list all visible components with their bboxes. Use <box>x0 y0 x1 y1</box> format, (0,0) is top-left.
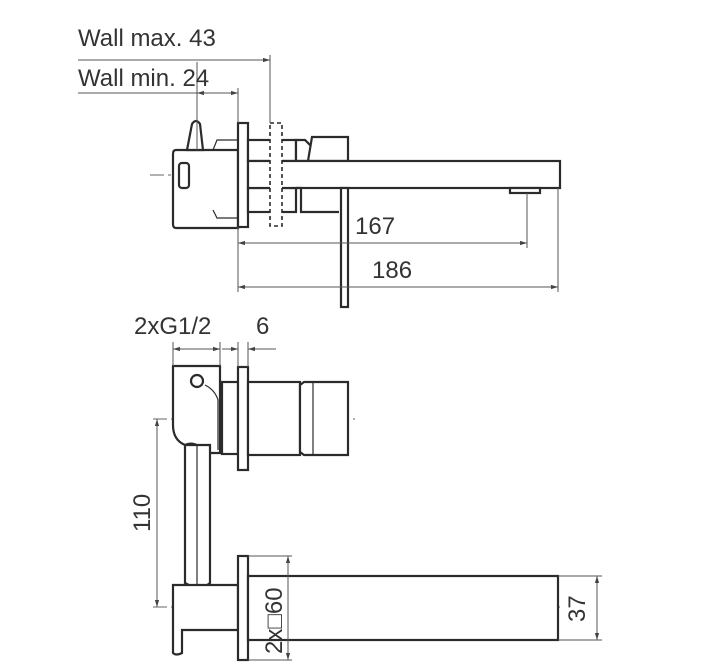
dim-flange-size: 2x□60 <box>261 587 288 654</box>
wall-min-label: Wall min. 24 <box>78 65 209 92</box>
lever-stick <box>339 186 350 309</box>
dim-110: 110 <box>129 494 156 532</box>
dim-6: 6 <box>256 313 269 340</box>
wall-plate-dashed <box>269 122 283 227</box>
side-view: Wall max. 43 Wall min. 24 167 186 <box>78 25 562 309</box>
spout-top <box>246 574 560 642</box>
flange <box>236 121 250 229</box>
lever-small <box>185 119 205 152</box>
aerator <box>508 186 542 195</box>
top-view: 2xG1/2 6 110 37 2x□60 <box>129 313 602 662</box>
spout <box>246 159 562 190</box>
dim-167: 167 <box>355 213 395 240</box>
dim-thread: 2xG1/2 <box>134 313 211 340</box>
dim-186: 186 <box>372 257 412 284</box>
lower-flange <box>236 554 250 662</box>
upper-flange <box>236 365 250 472</box>
wall-max-label: Wall max. 43 <box>78 25 216 52</box>
dim-37: 37 <box>564 595 591 622</box>
